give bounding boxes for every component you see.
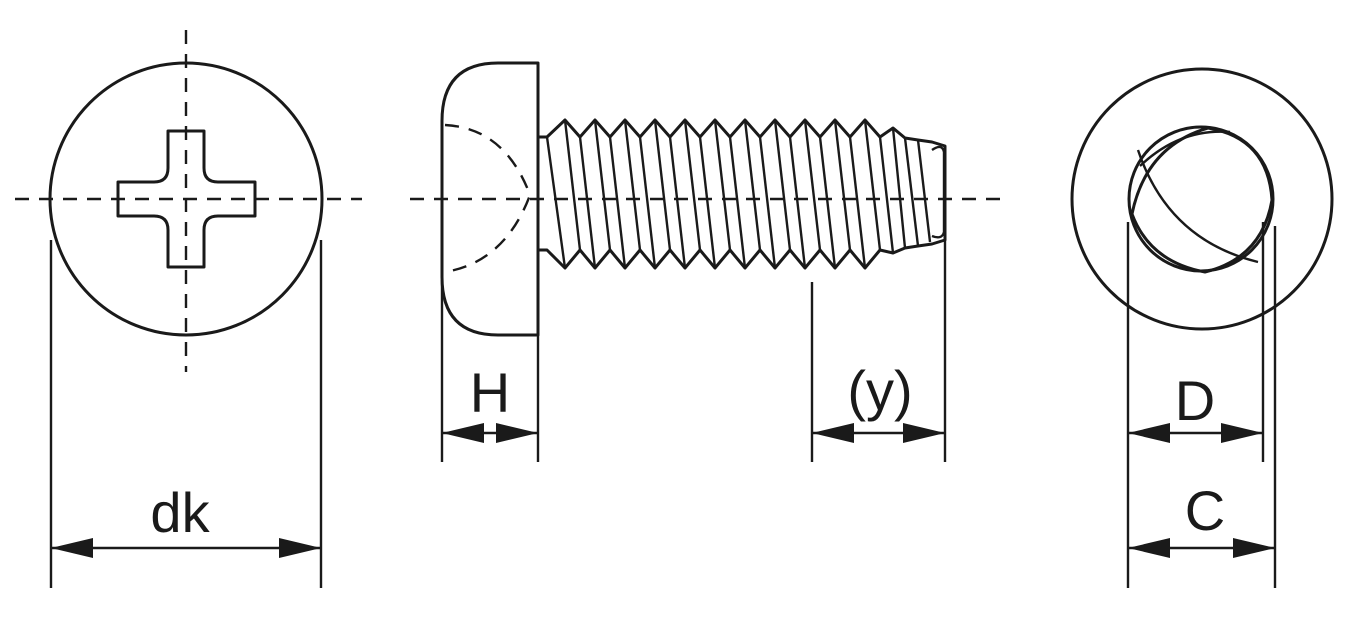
lobe-edge-2 [1139, 130, 1231, 167]
dk-arrow-left [51, 538, 93, 558]
hidden-recess [444, 123, 532, 274]
c-arrow-left [1128, 538, 1170, 558]
phillips-recess-icon [116, 129, 257, 269]
y-arrow-right [903, 423, 945, 443]
h-arrow-left [442, 423, 484, 443]
c-arrow-right [1233, 538, 1275, 558]
d-label: D [1175, 369, 1215, 432]
head-end-outline [1070, 67, 1334, 331]
thread-crests [545, 119, 946, 269]
dk-label: dk [150, 481, 210, 544]
h-label: H [470, 361, 510, 424]
lobe-edge-1 [1136, 149, 1259, 264]
pan-head-screw-icon [440, 61, 540, 337]
c-label: C [1185, 479, 1225, 542]
y-arrow-left [812, 423, 854, 443]
end-view: D C [1070, 67, 1334, 588]
head-outline [48, 61, 324, 337]
top-view: dk [15, 30, 362, 588]
dk-arrow-right [279, 538, 321, 558]
h-arrow-right [496, 423, 538, 443]
side-view: H (y) [410, 61, 1010, 462]
y-label: (y) [847, 359, 912, 422]
d-arrow-right [1221, 423, 1263, 443]
d-arrow-left [1128, 423, 1170, 443]
